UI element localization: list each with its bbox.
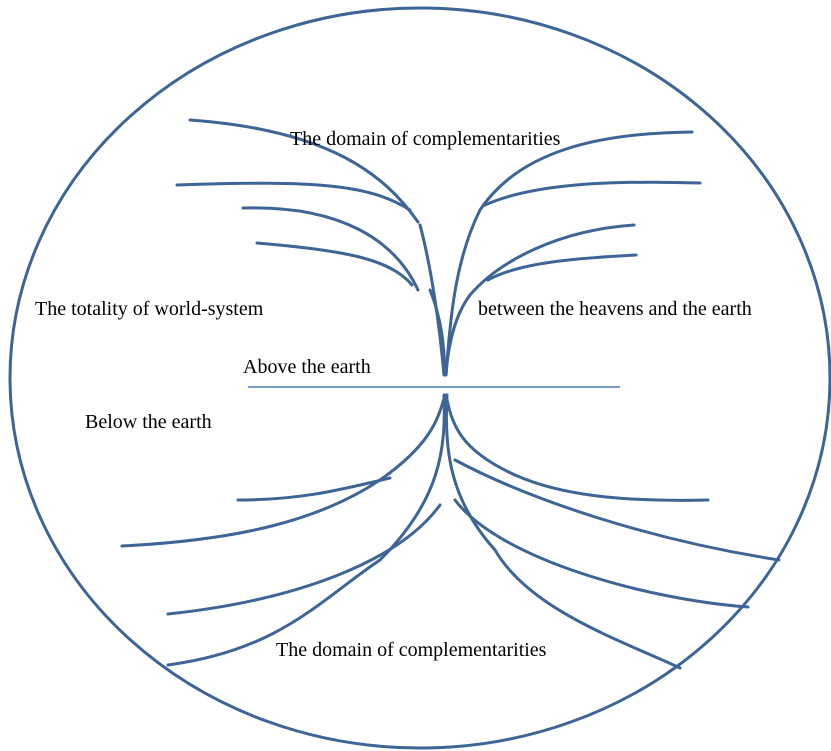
branch-upper-left-3 [241, 206, 420, 292]
upper-branches [175, 118, 702, 377]
label-between: between the heavens and the earth [478, 298, 752, 320]
upper-trunk-left [418, 223, 446, 377]
branch-upper-left-4 [255, 241, 414, 287]
lower-trunk-mid-left [378, 393, 446, 562]
lower-trunk-right [444, 393, 517, 477]
branch-upper-right-4 [486, 253, 638, 282]
branch-lower-left-4 [166, 558, 382, 667]
branch-lower-right-1 [513, 473, 710, 502]
label-top-domain: The domain of complementarities [290, 128, 561, 150]
branch-lower-right-3 [453, 498, 750, 609]
lower-trunk-mid-right [444, 393, 497, 552]
branch-upper-right-3 [468, 223, 636, 297]
label-bottom-domain: The domain of complementarities [276, 639, 547, 661]
label-totality: The totality of world-system [35, 298, 264, 320]
branch-lower-left-3 [166, 503, 442, 616]
branch-lower-right-2 [453, 458, 781, 562]
branch-upper-right-2 [483, 180, 702, 207]
branch-lower-left-2 [120, 478, 382, 548]
label-above-earth: Above the earth [243, 356, 371, 378]
branch-lower-right-4 [493, 548, 682, 670]
lower-branches [120, 393, 781, 670]
upper-trunk-mid [428, 288, 447, 377]
branch-upper-right-1 [478, 130, 694, 212]
lower-trunk-left [378, 393, 447, 482]
branch-lower-left-1 [236, 476, 392, 502]
world-system-circle [8, 6, 831, 750]
upper-trunk-mid-right [444, 293, 472, 377]
branch-upper-left-1 [188, 118, 420, 224]
upper-trunk-right [444, 208, 482, 377]
branch-upper-left-2 [175, 181, 412, 212]
label-below-earth: Below the earth [85, 411, 212, 433]
